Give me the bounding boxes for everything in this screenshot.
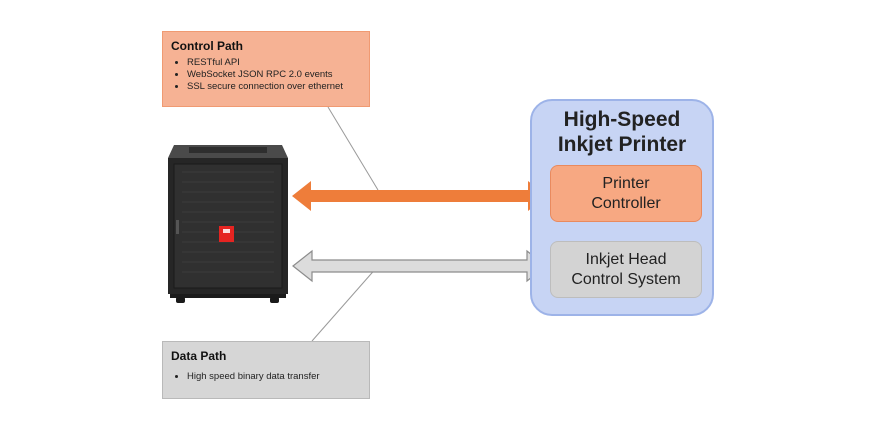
control-path-arrow (292, 181, 547, 211)
data-path-leader-line (311, 265, 379, 342)
data-path-title: Data Path (171, 349, 227, 363)
printer-controller-line-1: Printer (602, 174, 650, 192)
list-item: High speed binary data transfer (187, 371, 361, 383)
printer-controller-line-2: Controller (591, 194, 661, 212)
list-item: SSL secure connection over ethernet (187, 81, 361, 93)
printer-panel: High-Speed Inkjet Printer Printer Contro… (530, 99, 714, 316)
data-path-callout: Data Path High speed binary data transfe… (162, 341, 370, 399)
data-path-list: High speed binary data transfer (171, 371, 361, 383)
control-path-callout: Control Path RESTful API WebSocket JSON … (162, 31, 370, 107)
inkjet-head-box: Inkjet Head Control System (550, 241, 702, 298)
control-path-list: RESTful API WebSocket JSON RPC 2.0 event… (171, 57, 361, 93)
inkjet-head-line-1: Inkjet Head (585, 250, 667, 268)
control-path-title: Control Path (171, 39, 243, 53)
printer-title: High-Speed Inkjet Printer (532, 107, 712, 157)
control-path-leader-line (327, 106, 379, 191)
printer-title-line-1: High-Speed (563, 108, 681, 131)
inkjet-head-line-2: Control System (571, 270, 681, 288)
server-rack-icon (168, 145, 288, 303)
printer-title-line-2: Inkjet Printer (557, 133, 687, 156)
list-item: RESTful API (187, 57, 361, 69)
server-logo-badge (219, 226, 234, 242)
list-item: WebSocket JSON RPC 2.0 events (187, 69, 361, 81)
data-path-arrow (292, 249, 547, 283)
printer-controller-box: Printer Controller (550, 165, 702, 222)
